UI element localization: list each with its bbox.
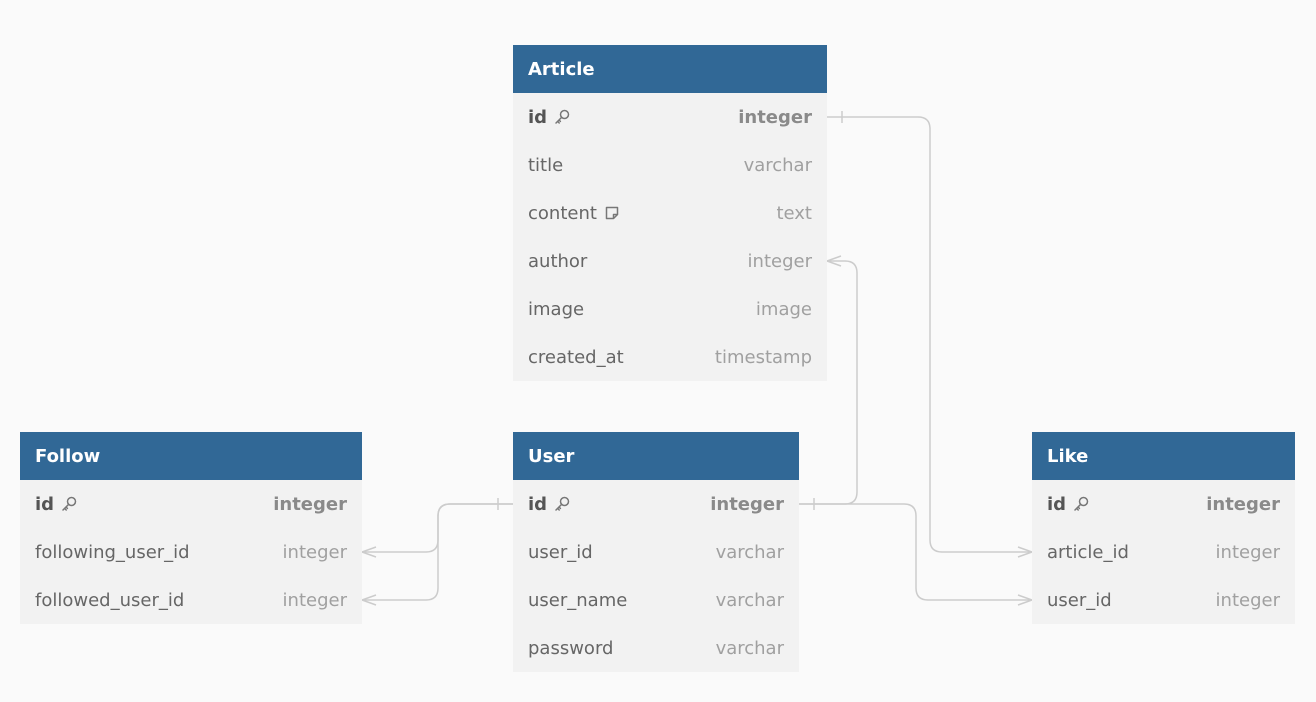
field-type: text	[776, 202, 812, 224]
field-name: author	[528, 250, 588, 272]
table-header-article[interactable]: Article	[513, 45, 827, 93]
field-row-user-id[interactable]: id integer	[513, 480, 799, 528]
key-icon	[60, 495, 78, 513]
key-icon	[553, 108, 571, 126]
field-name: id	[528, 106, 548, 128]
field-name-wrap: user_id	[528, 542, 593, 563]
field-row-like-user_id[interactable]: user_id integer	[1032, 576, 1295, 624]
field-name-wrap: id	[528, 107, 571, 128]
crowfoot-like-user_id	[1017, 594, 1035, 606]
field-name-wrap: password	[528, 638, 613, 659]
field-name: id	[35, 493, 55, 515]
field-name-wrap: id	[1047, 494, 1090, 515]
field-type: integer	[747, 250, 812, 272]
table-header-user[interactable]: User	[513, 432, 799, 480]
table-header-like[interactable]: Like	[1032, 432, 1295, 480]
field-type: timestamp	[714, 346, 812, 368]
field-row-user-user_id[interactable]: user_id varchar	[513, 528, 799, 576]
field-name: title	[528, 154, 564, 176]
field-name: password	[528, 637, 614, 659]
field-name-wrap: created_at	[528, 347, 624, 368]
link-like-user	[799, 503, 1032, 601]
field-name: image	[528, 298, 585, 320]
field-type: integer	[282, 589, 347, 611]
field-name: article_id	[1047, 541, 1129, 563]
table-header-follow[interactable]: Follow	[20, 432, 362, 480]
field-row-article-image[interactable]: image image	[513, 285, 827, 333]
note-icon	[603, 204, 621, 222]
field-type: varchar	[743, 154, 812, 176]
field-row-article-id[interactable]: id integer	[513, 93, 827, 141]
field-type: integer	[1215, 589, 1280, 611]
field-name: id	[528, 493, 548, 515]
field-name-wrap: author	[528, 251, 587, 272]
field-name-wrap: following_user_id	[35, 542, 190, 563]
field-name: content	[528, 202, 597, 224]
field-type: integer	[282, 541, 347, 563]
field-type: integer	[1206, 493, 1280, 515]
field-name: following_user_id	[35, 541, 190, 563]
field-row-user-user_name[interactable]: user_name varchar	[513, 576, 799, 624]
field-name: created_at	[528, 346, 624, 368]
field-type: integer	[273, 493, 347, 515]
field-name-wrap: image	[528, 299, 584, 320]
field-name-wrap: article_id	[1047, 542, 1129, 563]
field-type: varchar	[715, 589, 784, 611]
table-article[interactable]: Article id integer title varchar content text a…	[513, 45, 827, 381]
field-name-wrap: title	[528, 155, 563, 176]
field-row-like-article_id[interactable]: article_id integer	[1032, 528, 1295, 576]
field-name-wrap: content	[528, 203, 621, 224]
field-row-article-author[interactable]: author integer	[513, 237, 827, 285]
field-row-follow-following_user_id[interactable]: following_user_id integer	[20, 528, 362, 576]
field-name: user_id	[528, 541, 593, 563]
link-follow-following_user_id	[362, 503, 513, 553]
link-like-article	[827, 116, 1032, 553]
field-name-wrap: id	[528, 494, 571, 515]
crowfoot-article-author	[824, 255, 842, 267]
field-name-wrap: followed_user_id	[35, 590, 184, 611]
field-name-wrap: user_name	[528, 590, 627, 611]
field-row-like-id[interactable]: id integer	[1032, 480, 1295, 528]
field-row-article-content[interactable]: content text	[513, 189, 827, 237]
field-type: varchar	[715, 541, 784, 563]
field-row-follow-id[interactable]: id integer	[20, 480, 362, 528]
key-icon	[1072, 495, 1090, 513]
crowfoot-follow-following_user_id	[359, 546, 377, 558]
field-type: image	[755, 298, 812, 320]
field-name: user_id	[1047, 589, 1112, 611]
field-row-user-password[interactable]: password varchar	[513, 624, 799, 672]
field-type: integer	[1215, 541, 1280, 563]
field-name: user_name	[528, 589, 628, 611]
key-icon	[553, 495, 571, 513]
field-row-article-title[interactable]: title varchar	[513, 141, 827, 189]
field-name: id	[1047, 493, 1067, 515]
crowfoot-like-article_id	[1017, 546, 1035, 558]
field-name-wrap: user_id	[1047, 590, 1112, 611]
field-row-article-created_at[interactable]: created_at timestamp	[513, 333, 827, 381]
field-name-wrap: id	[35, 494, 78, 515]
field-type: integer	[738, 106, 812, 128]
field-type: varchar	[715, 637, 784, 659]
field-row-follow-followed_user_id[interactable]: followed_user_id integer	[20, 576, 362, 624]
crowfoot-follow-followed_user_id	[359, 594, 377, 606]
field-name: followed_user_id	[35, 589, 185, 611]
link-follow-followed_user_id	[362, 503, 513, 601]
field-type: integer	[710, 493, 784, 515]
